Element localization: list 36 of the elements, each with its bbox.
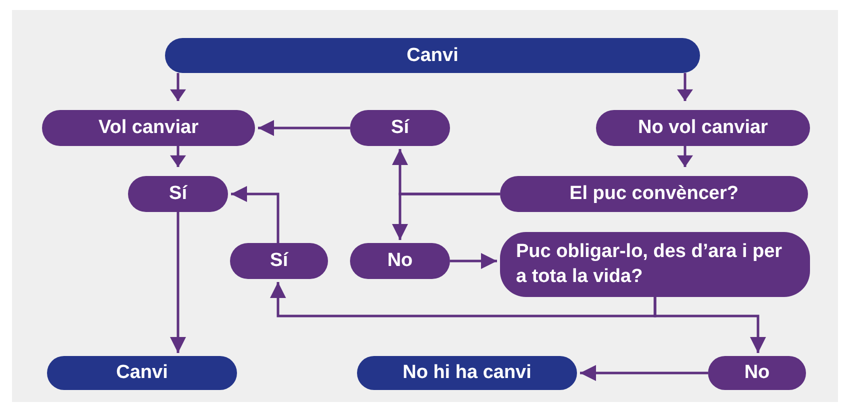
step-box (350, 243, 450, 279)
arrowhead (170, 73, 186, 101)
node-text: Canvi (116, 362, 168, 384)
step-box (596, 110, 810, 146)
step-box (350, 110, 450, 146)
node-text: El puc convèncer? (570, 183, 738, 205)
step-box (230, 243, 328, 279)
arrow (258, 120, 350, 136)
arrow (580, 365, 708, 381)
terminal-box (165, 38, 700, 73)
arrow (392, 192, 500, 240)
node-text: Vol canviar (98, 117, 198, 139)
node-text: No vol canviar (638, 117, 768, 139)
node-text: No (387, 250, 413, 272)
step-box (500, 176, 808, 212)
arrowhead (170, 146, 186, 167)
node-text: Sí (169, 183, 187, 205)
node-text: No (744, 362, 770, 384)
arrowhead (677, 146, 693, 167)
node-text: Sí (270, 250, 288, 272)
arrow (654, 297, 766, 353)
node-text: No hi ha canvi (402, 362, 532, 384)
arrow (231, 186, 280, 243)
terminal-box (357, 356, 577, 390)
arrow (170, 212, 186, 353)
node-text: Canvi (406, 44, 458, 66)
step-box (128, 176, 228, 212)
step-box (42, 110, 255, 146)
step-box (500, 232, 810, 297)
node-text: Sí (391, 117, 409, 139)
arrow (450, 253, 497, 269)
node-text: Puc obligar-lo, des d’ara i per a tota la vida? (516, 240, 784, 288)
arrowhead (677, 73, 693, 101)
terminal-box (47, 356, 237, 390)
step-box (708, 356, 806, 390)
arrow (270, 282, 656, 318)
